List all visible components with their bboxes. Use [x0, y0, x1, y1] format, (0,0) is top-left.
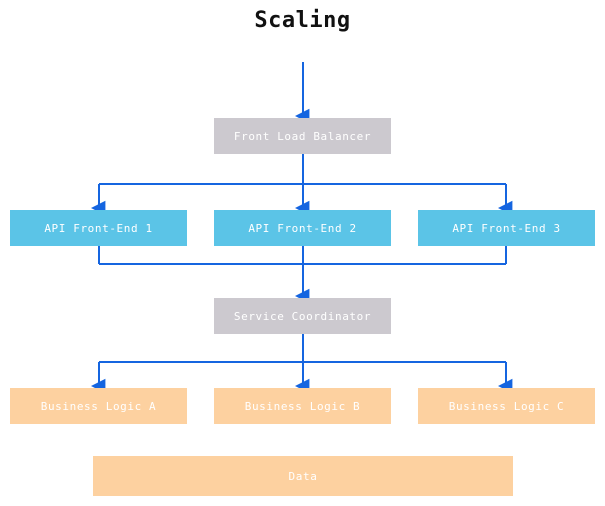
node-label-service-coordinator: Service Coordinator: [234, 310, 371, 323]
node-label-api-front-end-3: API Front-End 3: [452, 222, 560, 235]
node-box-service-coordinator[interactable]: [214, 298, 391, 334]
node-box-api-front-end-3[interactable]: [418, 210, 595, 246]
node-label-business-logic-a: Business Logic A: [41, 400, 157, 413]
node-label-business-logic-b: Business Logic B: [245, 400, 361, 413]
node-service-coordinator[interactable]: Service Coordinator: [214, 298, 391, 334]
node-box-business-logic-b[interactable]: [214, 388, 391, 424]
node-front-load-balancer[interactable]: Front Load Balancer: [214, 118, 391, 154]
node-label-api-front-end-2: API Front-End 2: [248, 222, 356, 235]
node-api-front-end-2[interactable]: API Front-End 2: [214, 210, 391, 246]
node-data[interactable]: Data: [93, 456, 513, 496]
edge-layer: [91, 62, 513, 394]
node-label-api-front-end-1: API Front-End 1: [44, 222, 152, 235]
node-label-business-logic-c: Business Logic C: [449, 400, 565, 413]
node-box-data[interactable]: [93, 456, 513, 496]
node-box-business-logic-a[interactable]: [10, 388, 187, 424]
node-business-logic-c[interactable]: Business Logic C: [418, 388, 595, 424]
node-api-front-end-3[interactable]: API Front-End 3: [418, 210, 595, 246]
node-label-data: Data: [289, 470, 318, 483]
node-api-front-end-1[interactable]: API Front-End 1: [10, 210, 187, 246]
diagram-title: Scaling: [254, 8, 351, 33]
node-business-logic-a[interactable]: Business Logic A: [10, 388, 187, 424]
node-business-logic-b[interactable]: Business Logic B: [214, 388, 391, 424]
node-box-front-load-balancer[interactable]: [214, 118, 391, 154]
node-label-front-load-balancer: Front Load Balancer: [234, 130, 371, 143]
node-box-api-front-end-2[interactable]: [214, 210, 391, 246]
node-box-api-front-end-1[interactable]: [10, 210, 187, 246]
node-box-business-logic-c[interactable]: [418, 388, 595, 424]
